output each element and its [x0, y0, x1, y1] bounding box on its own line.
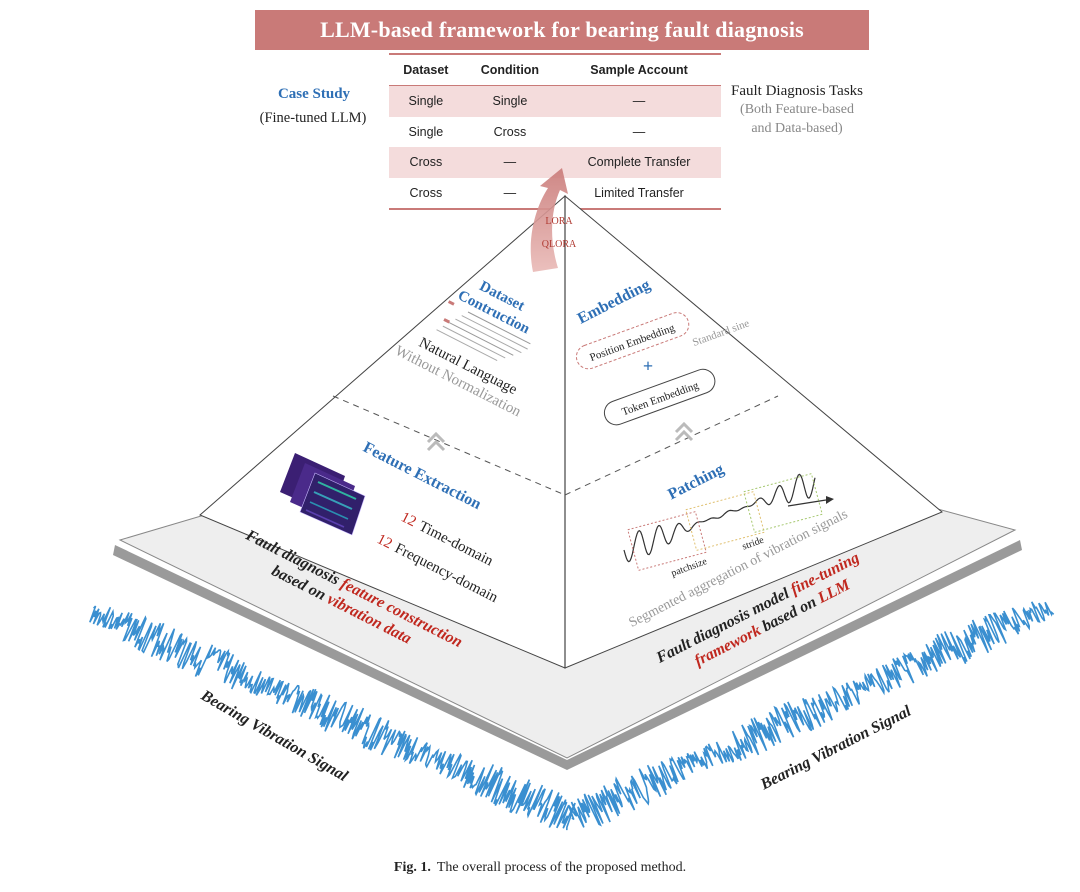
time-domain-count: 12	[398, 509, 419, 530]
table-cell: —	[462, 147, 558, 178]
finetune-arrow	[530, 168, 568, 272]
table-cell: Cross	[389, 177, 463, 210]
table-cell: Limited Transfer	[557, 177, 721, 210]
vibration-signal-right	[567, 601, 1055, 828]
table-cell: Cross	[389, 147, 463, 178]
figure-caption: Fig. 1. The overall process of the propos…	[0, 860, 1080, 876]
position-embedding-box	[575, 312, 690, 370]
table-cell: —	[557, 85, 721, 117]
table-header: Dataset	[389, 53, 463, 86]
patching-signal	[623, 473, 816, 563]
spectrogram-image	[280, 453, 366, 536]
fault-tasks-line2: and Data-based)	[751, 121, 843, 136]
case-study-subtitle: (Fine-tuned LLM)	[259, 110, 367, 126]
table-header: Condition	[462, 53, 558, 86]
table-row: Single Single —	[389, 85, 721, 117]
case-study-title: Case Study	[277, 86, 351, 102]
fault-tasks-title: Fault Diagnosis Tasks	[730, 83, 863, 99]
table-row: Single Cross —	[389, 117, 721, 148]
table-row: Cross — Complete Transfer	[389, 147, 721, 178]
vibration-signal-left	[89, 605, 576, 831]
task-table: Dataset Condition Sample Account Single …	[389, 53, 721, 210]
patch-arrow-head	[826, 496, 834, 504]
frequency-domain-count: 12	[374, 531, 395, 552]
table-cell: Cross	[493, 124, 527, 139]
table-header-row: Dataset Condition Sample Account	[389, 53, 721, 86]
table-cell: Complete Transfer	[557, 147, 721, 178]
caption-text: The overall process of the proposed meth…	[436, 860, 687, 875]
dataset-sample-text	[436, 300, 531, 361]
patch-arrow	[787, 499, 827, 507]
plus-icon: +	[643, 356, 653, 376]
lora-label: LORA	[545, 216, 573, 227]
table-cell: Single	[389, 85, 463, 117]
table-cell: Single	[462, 85, 558, 117]
qlora-label: QLORA	[542, 239, 577, 250]
chevron-up-icon	[426, 431, 446, 452]
table-cell: Single	[408, 124, 444, 139]
table-cell: —	[632, 124, 646, 139]
fault-tasks-line1: (Both Feature-based	[740, 102, 854, 117]
left-divider	[332, 395, 566, 496]
token-embedding-box	[603, 368, 716, 426]
figure-title: LLM-based framework for bearing fault di…	[255, 10, 869, 50]
chevron-up-icon	[674, 421, 694, 442]
table-header: Sample Account	[557, 53, 721, 86]
caption-label: Fig. 1.	[393, 860, 431, 875]
